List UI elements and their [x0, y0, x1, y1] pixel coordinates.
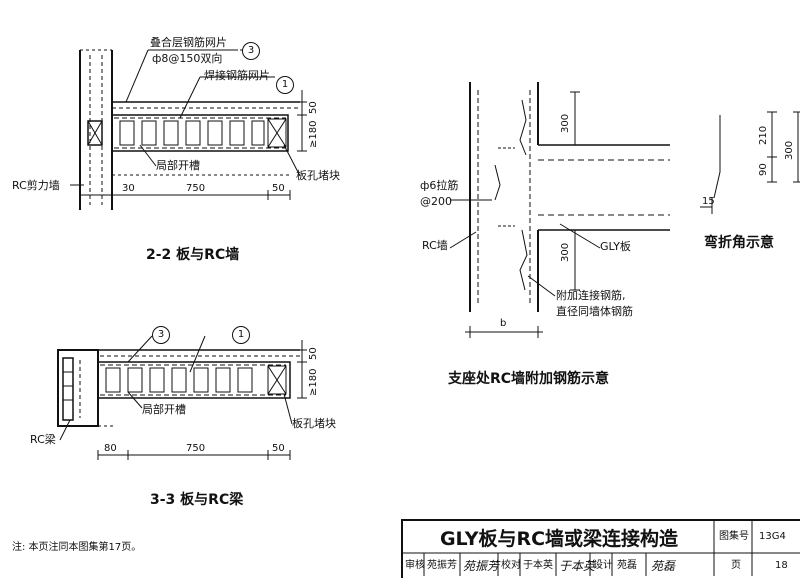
dim-300-bottom: 300	[560, 242, 571, 262]
section-3-3-drawing	[57, 335, 307, 460]
mesh-spec-label: ф8@150双向	[152, 52, 223, 65]
dim-300-bend: 300	[784, 140, 795, 160]
dim-v180: ≥180	[308, 120, 319, 148]
bend-caption: 弯折角示意	[704, 235, 774, 251]
atlas-no: 13G4	[759, 531, 786, 542]
dim-v50: 50	[308, 101, 319, 114]
section-2-2-caption: 2-2 板与RC墙	[146, 247, 240, 263]
bend-detail-drawing	[700, 111, 800, 214]
welded-mesh-label: 焊接钢筋网片	[204, 69, 270, 82]
hole-plug-label: 板孔堵块	[296, 169, 340, 182]
dim-80: 80	[104, 443, 117, 454]
rc-shear-wall-label: RC剪力墙	[12, 179, 60, 192]
additional-rebar-note-2: 直径同墙体钢筋	[556, 305, 633, 318]
atlas-no-label: 图集号	[719, 531, 749, 542]
rc-beam-label: RC梁	[30, 433, 56, 446]
title-block: GLY板与RC墙或梁连接构造 图集号 13G4 审核 苑振芳 苑振芳 校对 于本…	[401, 519, 800, 578]
reviewer-signature: 苑振芳	[463, 559, 500, 573]
title-block-grid	[402, 520, 800, 576]
designer-signature: 苑磊	[651, 559, 676, 573]
drawing-title: GLY板与RC墙或梁连接构造	[439, 528, 679, 550]
section-2-2-marker-1: 1	[276, 76, 294, 94]
dim-b: b	[500, 318, 507, 329]
section-3-3-marker-1: 1	[232, 326, 250, 344]
dim-50-3-3: 50	[272, 443, 285, 454]
dim-15: 15	[702, 196, 715, 207]
local-slot-label-3-3: 局部开槽	[142, 403, 186, 416]
dim-v50-3-3: 50	[308, 347, 319, 360]
page-no: 18	[775, 560, 788, 571]
hole-plug-label-3-3: 板孔堵块	[292, 417, 336, 430]
reviewer-name: 苑振芳	[427, 560, 457, 571]
design-label: 设计	[593, 560, 613, 571]
mesh-overlay-label: 叠合层钢筋网片	[150, 36, 227, 49]
rc-wall-label: RC墙	[422, 239, 448, 252]
support-detail-drawing	[449, 82, 670, 338]
dim-50: 50	[272, 183, 285, 194]
gly-slab-label: GLY板	[600, 240, 631, 253]
support-caption: 支座处RC墙附加钢筋示意	[448, 371, 610, 387]
section-3-3-caption: 3-3 板与RC梁	[150, 492, 244, 508]
additional-rebar-note-1: 附加连接钢筋,	[556, 289, 626, 302]
dim-750: 750	[186, 183, 206, 194]
checker-name: 于本英	[523, 560, 553, 571]
page-label: 页	[731, 560, 741, 571]
check-label: 校对	[501, 560, 521, 571]
dim-300-top: 300	[560, 113, 571, 133]
tie-spacing-label: @200	[420, 195, 452, 208]
footnote: 注: 本页注同本图集第17页。	[12, 542, 142, 553]
local-slot-label: 局部开槽	[156, 159, 200, 172]
designer-name: 苑磊	[617, 560, 637, 571]
dim-v180-3-3: ≥180	[308, 368, 319, 396]
dim-90: 90	[758, 163, 769, 176]
dim-30: 30	[122, 183, 135, 194]
dim-210: 210	[758, 125, 769, 145]
section-3-3-marker-3: 3	[152, 326, 170, 344]
section-2-2-marker-3: 3	[242, 42, 260, 60]
section-2-2-drawing	[70, 49, 307, 210]
review-label: 审核	[405, 560, 425, 571]
checker-signature: 于本英	[559, 559, 596, 573]
tie-bar-label: ф6拉筋	[420, 179, 459, 192]
dim-750-3-3: 750	[186, 443, 206, 454]
